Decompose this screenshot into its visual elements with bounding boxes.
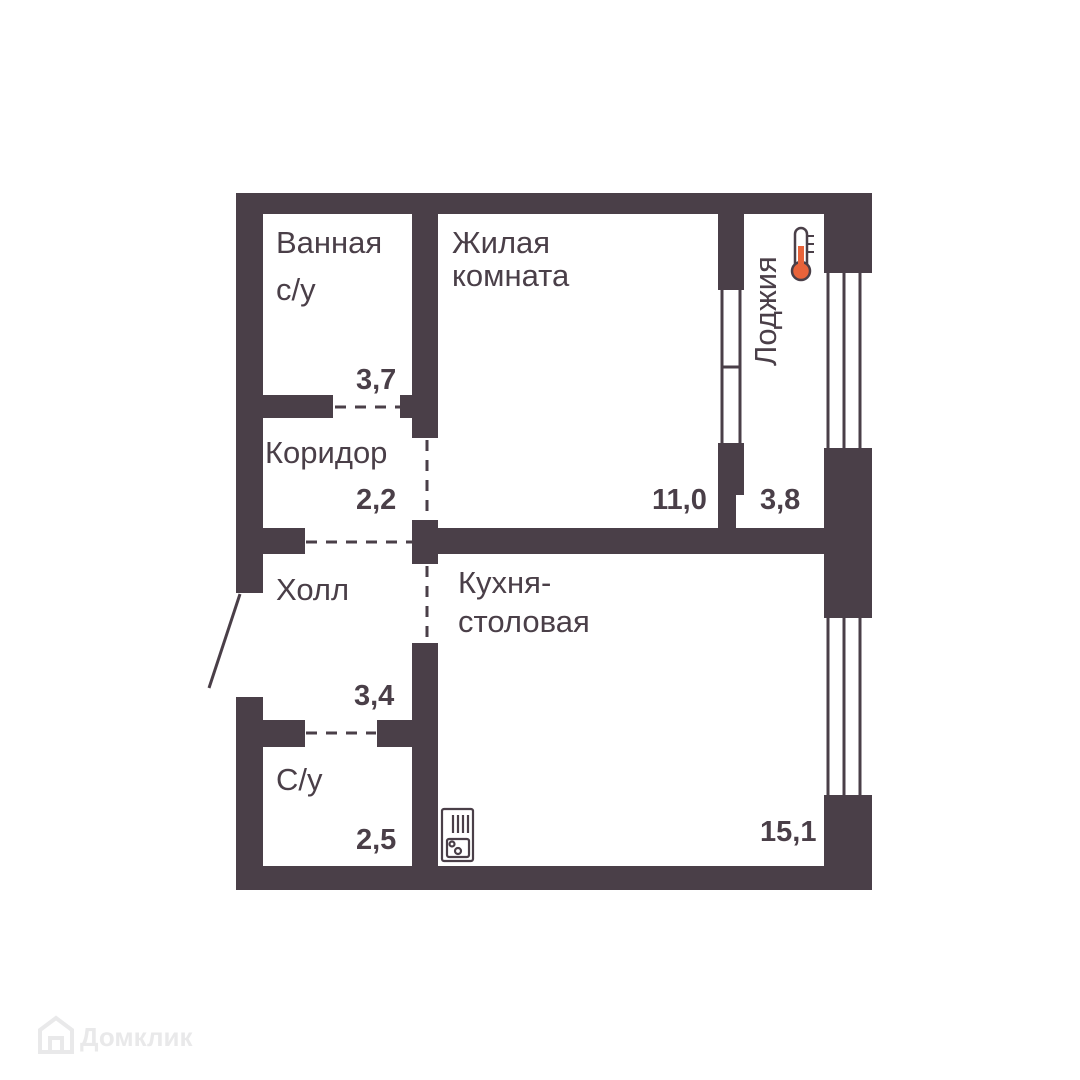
room-name-line2: с/у	[276, 272, 316, 307]
stove-sink-icon	[440, 807, 475, 863]
room-area: 3,4	[354, 680, 394, 712]
room-name: Лоджия	[748, 256, 783, 366]
window-room-loggia	[720, 290, 742, 443]
room-name-line2: комната	[452, 258, 570, 293]
windows	[720, 273, 862, 795]
window-loggia	[826, 273, 862, 448]
room-name: Коридор	[265, 435, 387, 470]
entrance-door	[207, 593, 242, 689]
room-name: Жилая	[452, 225, 550, 260]
room-hall: Холл 3,4	[276, 572, 394, 712]
window-kitchen	[826, 618, 862, 795]
room-kitchen: Кухня- столовая 15,1	[458, 565, 816, 848]
watermark-text: Домклик	[80, 1022, 193, 1052]
thermometer-icon	[790, 226, 814, 282]
room-living: Жилая комната 11,0	[452, 225, 707, 516]
zone-boundaries	[306, 405, 429, 735]
house-logo-icon	[38, 1015, 74, 1054]
room-name: Кухня-	[458, 565, 551, 600]
room-loggia: Лоджия 3,8	[748, 256, 800, 516]
room-wc: С/у 2,5	[276, 762, 396, 856]
room-name: Холл	[276, 572, 349, 607]
room-area: 3,8	[760, 484, 800, 516]
room-area: 3,7	[356, 364, 396, 396]
room-bath: Ванная с/у 3,7	[276, 225, 396, 396]
room-area: 2,5	[356, 824, 396, 856]
room-area: 2,2	[356, 484, 396, 516]
walls	[236, 193, 872, 890]
room-area: 15,1	[760, 816, 816, 848]
watermark: Домклик	[38, 1015, 193, 1054]
room-name: Ванная	[276, 225, 382, 260]
room-name: С/у	[276, 762, 323, 797]
room-corridor: Коридор 2,2	[265, 435, 396, 516]
room-area: 11,0	[652, 484, 707, 516]
room-name-line2: столовая	[458, 604, 590, 639]
